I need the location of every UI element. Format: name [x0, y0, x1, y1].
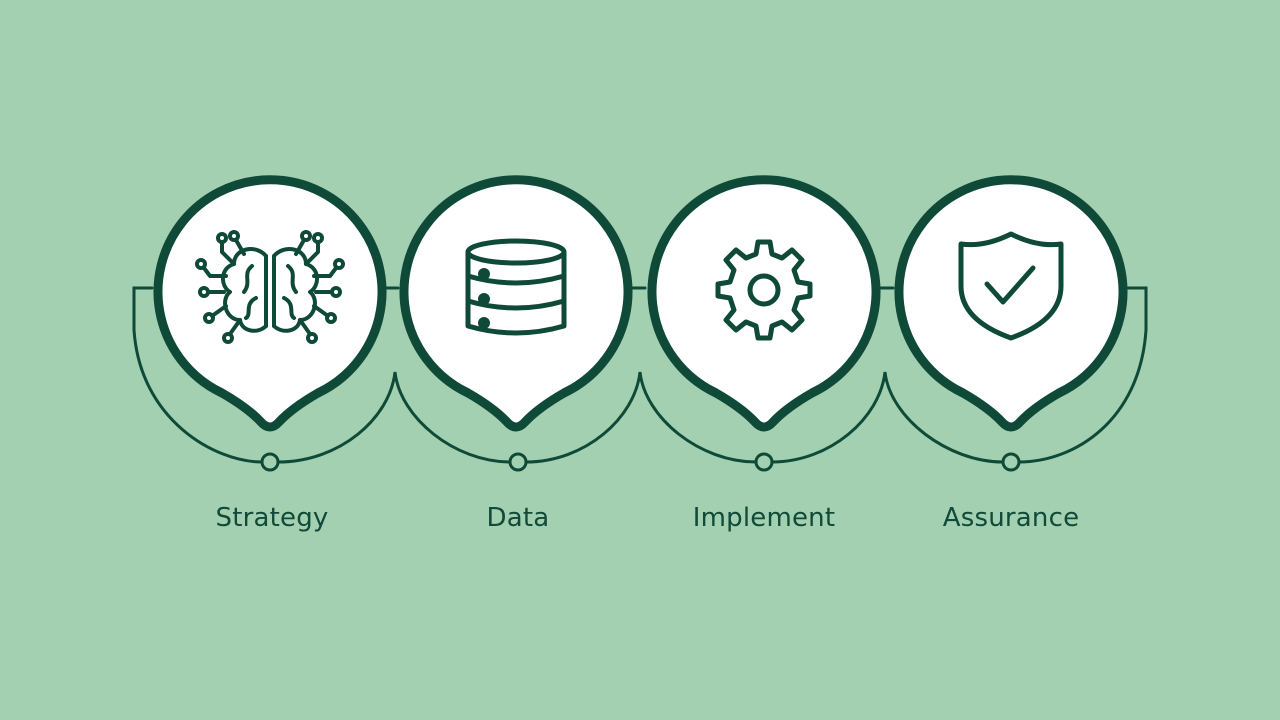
step-label-data: Data [486, 503, 550, 533]
shield-check-icon [958, 231, 1064, 341]
step-label-strategy: Strategy [215, 503, 329, 533]
connector-lines [132, 286, 1148, 464]
connector-left-end [132, 286, 264, 464]
brain-circuit-icon [195, 230, 345, 344]
step-label-implement: Implement [692, 503, 836, 533]
step-bubble-assurance [894, 175, 1128, 432]
step-bubble-strategy [153, 175, 387, 432]
database-icon [465, 238, 567, 336]
step-label-assurance: Assurance [942, 503, 1080, 533]
node-marker-assurance [1001, 452, 1021, 472]
connector-data-implement [524, 371, 758, 464]
connector-right-end [1017, 286, 1148, 464]
gear-icon [715, 239, 813, 341]
node-markers [260, 452, 1021, 472]
node-marker-implement [754, 452, 774, 472]
step-bubble-implement [647, 175, 881, 432]
step-bubble-data [399, 175, 633, 432]
node-marker-data [508, 452, 528, 472]
node-marker-strategy [260, 452, 280, 472]
connector-implement-assurance [770, 371, 1005, 464]
connector-strategy-data [276, 371, 512, 464]
